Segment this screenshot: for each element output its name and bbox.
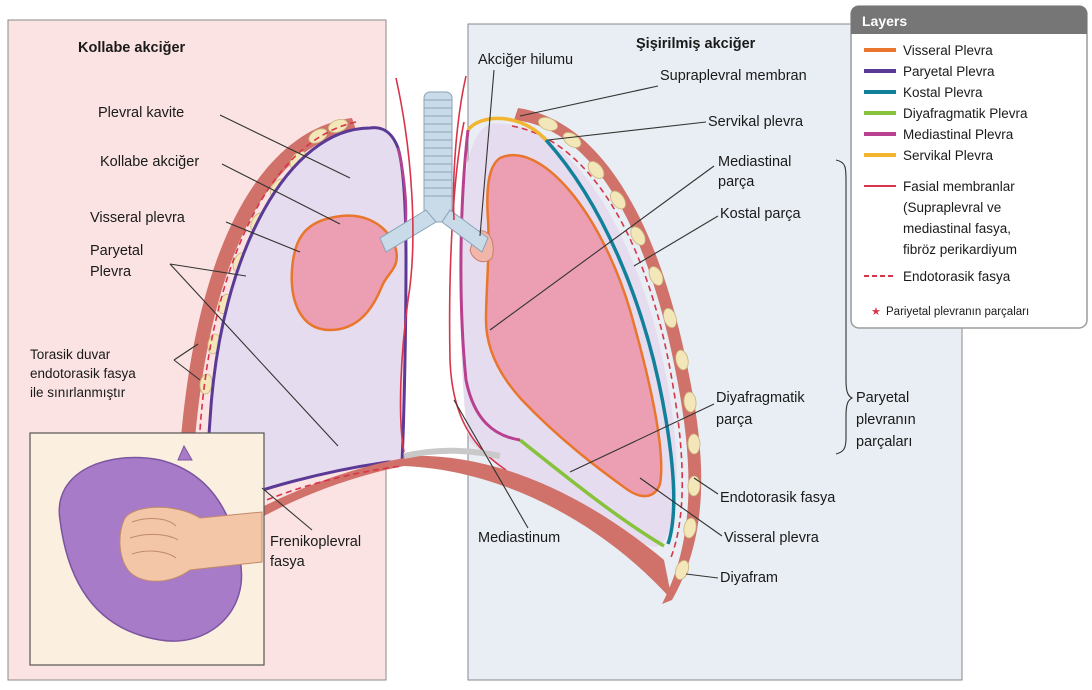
label-visseral-plevra-right: Visseral plevra	[724, 530, 820, 546]
label-mediastinal-line1: Mediastinal	[718, 154, 791, 170]
legend-item-mediastinal: Mediastinal Plevra	[903, 127, 1014, 142]
right-panel-title: Şişirilmiş akciğer	[636, 36, 756, 52]
label-diyafragmatik-line2: parça	[716, 412, 753, 428]
legend-star-note: Pariyetal plevranın parçaları	[886, 306, 1029, 318]
label-paryetal-parts-line2: plevranın	[856, 412, 916, 428]
legend-fascia-line3: mediastinal fasya,	[903, 221, 1011, 236]
label-torasik-line2: endotorasik fasya	[30, 366, 136, 381]
label-torasik-line1: Torasik duvar	[30, 347, 111, 362]
label-supraplevral-membran: Supraplevral membran	[660, 68, 807, 84]
legend-fascia-line2: (Supraplevral ve	[903, 200, 1001, 215]
label-frenikoplevral-line1: Frenikoplevral	[270, 534, 361, 550]
legend: Layers Visseral Plevra Paryetal Plevra K…	[851, 6, 1087, 328]
label-paryetal-line2: Plevra	[90, 264, 132, 280]
label-paryetal-parts-line1: Paryetal	[856, 390, 909, 406]
label-kostal-parca: Kostal parça	[720, 206, 802, 222]
label-paryetal-parts-line3: parçaları	[856, 434, 912, 450]
label-mediastinum: Mediastinum	[478, 530, 560, 546]
label-paryetal-line1: Paryetal	[90, 243, 143, 259]
legend-item-paryetal: Paryetal Plevra	[903, 64, 995, 79]
label-plevral-kavite: Plevral kavite	[98, 105, 184, 121]
legend-item-servikal: Servikal Plevra	[903, 148, 994, 163]
left-panel-title: Kollabe akciğer	[78, 40, 186, 56]
legend-item-diyafragmatik: Diyafragmatik Plevra	[903, 106, 1028, 121]
label-kollabe-akciger: Kollabe akciğer	[100, 154, 199, 170]
legend-endothoracic: Endotorasik fasya	[903, 269, 1011, 284]
label-torasik-line3: ile sınırlanmıştır	[30, 385, 126, 400]
label-frenikoplevral-line2: fasya	[270, 554, 306, 570]
legend-title: Layers	[862, 13, 907, 29]
star-icon: ★	[871, 305, 881, 318]
label-mediastinal-line2: parça	[718, 174, 755, 190]
legend-item-kostal: Kostal Plevra	[903, 85, 983, 100]
legend-fascia-line1: Fasial membranlar	[903, 179, 1015, 194]
label-akciger-hilumu: Akciğer hilumu	[478, 52, 573, 68]
label-diyafram: Diyafram	[720, 570, 778, 586]
label-endotorasik-fasya: Endotorasik fasya	[720, 490, 836, 506]
label-servikal-plevra: Servikal plevra	[708, 114, 804, 130]
label-diyafragmatik-line1: Diyafragmatik	[716, 390, 805, 406]
label-visseral-plevra-left: Visseral plevra	[90, 210, 186, 226]
legend-item-visseral: Visseral Plevra	[903, 43, 993, 58]
legend-fascia-line4: fibröz perikardiyum	[903, 242, 1017, 257]
